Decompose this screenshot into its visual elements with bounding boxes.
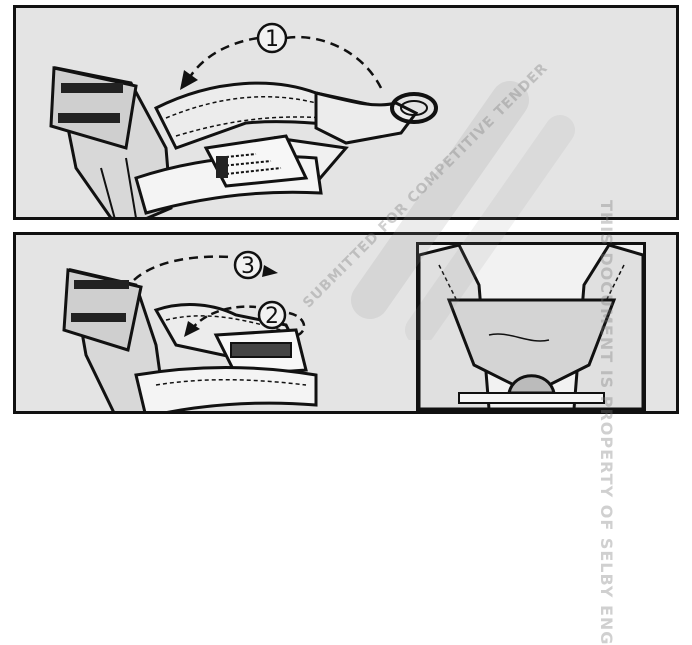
- instruction-panel-step-1: 1: [13, 5, 679, 220]
- buckle-ring: [390, 92, 438, 124]
- step-2-number: 2: [265, 304, 279, 329]
- steps-2-3-illustration: 2 3: [62, 250, 318, 411]
- inset-buckle-illustration: [419, 245, 643, 409]
- carrier-back-pad: [49, 66, 173, 217]
- step-1-illustration: 1: [49, 22, 438, 217]
- motion-arrow-step-1: [180, 35, 383, 90]
- motion-arrow-step-3: [133, 255, 278, 281]
- step-3-number: 3: [241, 254, 255, 279]
- inset-detail-view: [416, 242, 646, 411]
- instruction-panel-steps-2-3: 2 3: [13, 232, 679, 414]
- step-1-marker: 1: [256, 22, 288, 54]
- step-3-marker: 3: [233, 250, 263, 280]
- motion-arrow-step-2: [184, 305, 306, 337]
- waist-belt: [134, 134, 323, 215]
- step-1-number: 1: [265, 27, 279, 52]
- shoulder-strap: [134, 303, 318, 411]
- carrier-back-pad: [62, 268, 167, 411]
- step-2-marker: 2: [257, 300, 287, 330]
